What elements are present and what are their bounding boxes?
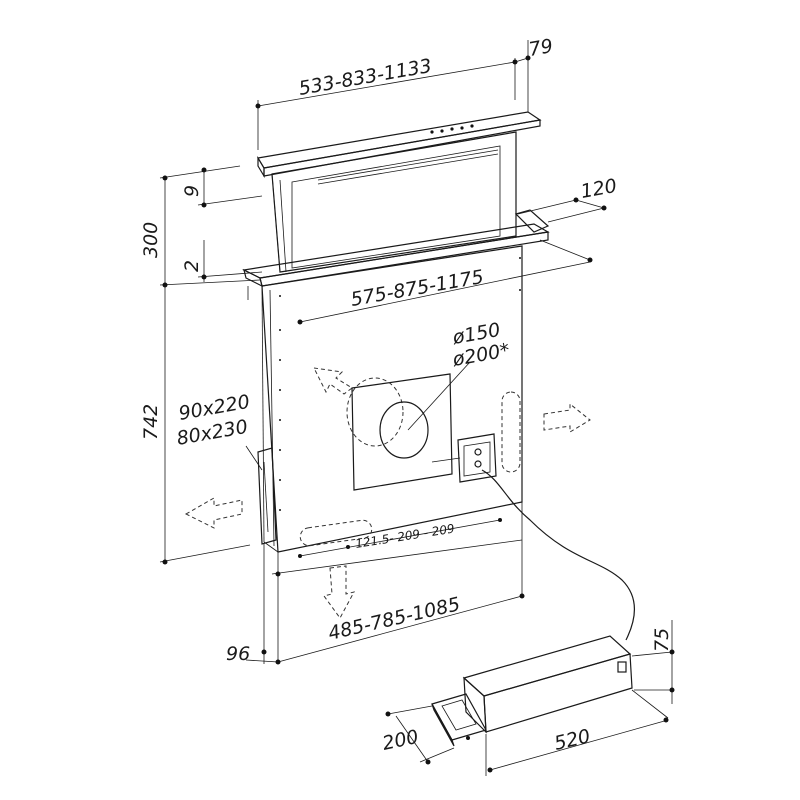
- glass-panel: [271, 131, 517, 273]
- duct-outlet: ø150 ø200*: [346, 319, 511, 491]
- side-outlet-labels: 90x220 80x230: [175, 391, 263, 471]
- airflow-arrow-up-left: [313, 367, 353, 395]
- top-width-label: 533-833-1133: [297, 55, 433, 100]
- bottom-offsets-dimension: 121.5- 209 - 209: [298, 518, 502, 558]
- glass-dimensions: 9 2: [181, 167, 263, 282]
- hood-top-cap: [257, 111, 542, 185]
- side-depth-label: 120: [579, 175, 619, 203]
- external-motor-unit: [431, 635, 633, 747]
- motor-height-label: 75: [651, 628, 673, 652]
- motor-height-dimension: 75: [631, 620, 675, 704]
- body-depth-label: 96: [226, 643, 250, 665]
- rise-height-label: 300: [140, 222, 162, 258]
- rise-height-dimension: 300: [140, 165, 261, 288]
- motor-length-label: 520: [552, 725, 592, 755]
- body-width-label: 485-785-1085: [326, 593, 462, 645]
- left-side-outlet: [257, 447, 277, 545]
- duct-dashed-circle: [346, 377, 404, 447]
- trim-width-label: 575-875-1175: [349, 266, 485, 311]
- airflow-arrow-down: [323, 565, 355, 619]
- body-width-dimension: 485-785-1085: [271, 502, 525, 665]
- worktop-trim: [242, 223, 593, 300]
- trim-width-dimension: 575-875-1175: [297, 261, 591, 325]
- motor-depth-dimension: 200: [380, 705, 455, 765]
- top-depth-label: 79: [527, 35, 555, 61]
- airflow-arrow-left: [184, 497, 243, 529]
- motor-length-dimension: 520: [485, 689, 669, 776]
- duct-circle: [379, 401, 429, 459]
- bottom-outlet: [299, 519, 373, 547]
- top-depth-dimension: 79: [514, 35, 555, 112]
- control-panel-icons: [430, 124, 474, 134]
- right-side-outlet: [501, 391, 521, 473]
- side-depth-dimension: 120: [514, 175, 619, 233]
- electrical-connector-box: [431, 433, 497, 483]
- power-cable: [481, 469, 635, 641]
- airflow-arrow-right: [543, 402, 591, 433]
- motor-depth-label: 200: [380, 726, 420, 755]
- body-height-dimension: 742: [140, 285, 251, 565]
- body-rivets: [279, 257, 521, 511]
- glass-top-label: 9: [181, 185, 203, 197]
- glass-bottom-label: 2: [181, 260, 203, 272]
- body-height-label: 742: [140, 404, 162, 440]
- body-depth-dimension: 96: [226, 544, 279, 665]
